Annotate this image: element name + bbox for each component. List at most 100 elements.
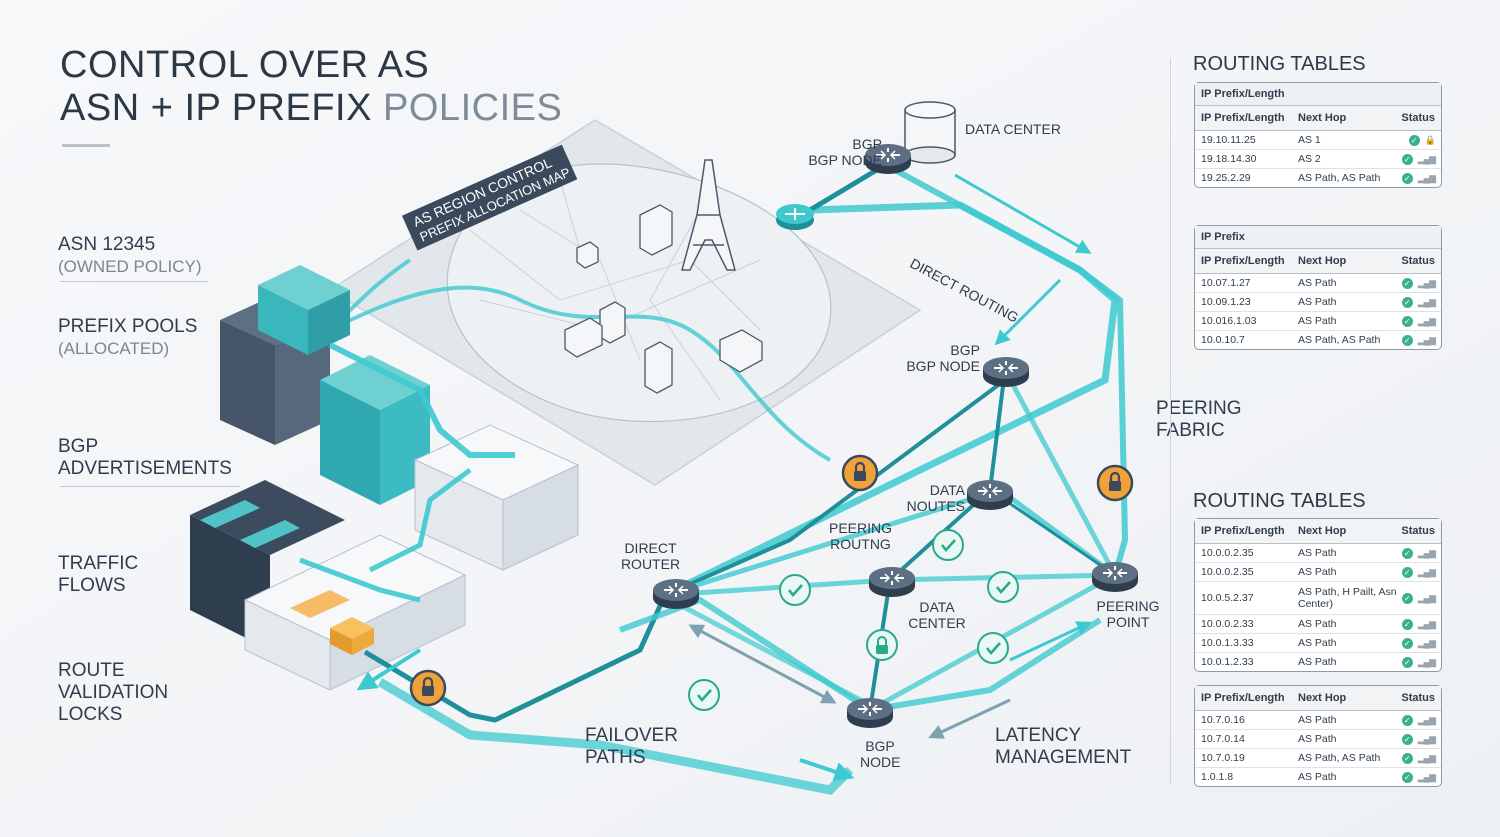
router-icon xyxy=(982,356,1030,388)
check-icon: ✓ xyxy=(1401,592,1413,604)
check-icon xyxy=(778,573,812,607)
page-title: CONTROL OVER AS ASN + IP PREFIX POLICIES xyxy=(60,44,562,130)
routing-table-3: IP Prefix/Length Next Hop Status 10.0.0.… xyxy=(1194,518,1442,672)
label-failover-2: PATHS xyxy=(585,747,646,768)
table-caption: IP Prefix/Length xyxy=(1195,83,1441,106)
label-bgp-node-mid: BGP BGP NODE xyxy=(895,342,980,374)
check-icon: ✓ xyxy=(1401,637,1413,649)
check-icon: ✓ xyxy=(1401,334,1413,346)
building-icon xyxy=(564,204,763,394)
routing-tables-heading-1: ROUTING TABLES xyxy=(1193,53,1366,75)
check-icon: ✓ xyxy=(1401,656,1413,668)
cell-next-hop: AS Path, AS Path xyxy=(1298,172,1381,184)
cell-next-hop: AS Path, AS Path xyxy=(1298,752,1381,764)
check-icon: ✓ xyxy=(1401,153,1413,165)
label-traffic-flows: TRAFFIC FLOWS xyxy=(58,553,138,597)
cell-next-hop: AS Path xyxy=(1298,566,1337,578)
label-data-center-top: DATA CENTER xyxy=(965,121,1061,137)
lock-icon: 🔒 xyxy=(1424,134,1436,145)
table-caption: IP Prefix xyxy=(1195,226,1441,249)
routing-table-1: IP Prefix/Length IP Prefix/Length Next H… xyxy=(1194,82,1442,188)
col-next-hop: Next Hop xyxy=(1298,255,1347,267)
col-status: Status xyxy=(1401,525,1435,537)
cell-next-hop: AS Path, AS Path xyxy=(1298,334,1381,346)
router-icon xyxy=(652,578,700,610)
label-bgp-advertisements: BGP ADVERTISEMENTS xyxy=(58,436,232,480)
label-peering-routng: PEERING ROUTNG xyxy=(823,520,898,552)
cell-next-hop: AS 1 xyxy=(1298,134,1321,146)
label-bgp-node-bottom: BGP NODE xyxy=(860,738,900,770)
signal-icon: ▂▄▆ xyxy=(1417,771,1436,782)
check-icon xyxy=(931,528,965,562)
cell-prefix: 10.0.1.2.33 xyxy=(1201,656,1254,668)
col-prefix: IP Prefix/Length xyxy=(1201,255,1285,267)
signal-icon: ▂▄▆ xyxy=(1417,733,1436,744)
cell-next-hop: AS Path xyxy=(1298,656,1337,668)
check-icon: ✓ xyxy=(1401,771,1413,783)
cell-prefix: 10.7.0.19 xyxy=(1201,752,1245,764)
table-header: IP Prefix/Length Next Hop Status xyxy=(1195,686,1441,711)
signal-icon: ▂▄▆ xyxy=(1417,592,1436,603)
cell-prefix: 10.0.0.2.33 xyxy=(1201,618,1254,630)
col-status: Status xyxy=(1401,112,1435,124)
cell-next-hop: AS Path xyxy=(1298,547,1337,559)
cell-prefix: 10.0.1.3.33 xyxy=(1201,637,1254,649)
cell-prefix: 10.7.0.14 xyxy=(1201,733,1245,745)
col-next-hop: Next Hop xyxy=(1298,525,1347,537)
label-prefix-pools-sub: (ALLOCATED) xyxy=(58,339,170,358)
label-direct-router-2: ROUTER xyxy=(620,556,681,572)
col-prefix: IP Prefix/Length xyxy=(1201,525,1285,537)
cell-prefix: 10.07.1.27 xyxy=(1201,277,1251,289)
label-asn-main: ASN 12345 xyxy=(58,234,156,255)
label-data-center-mid: DATA CENTER xyxy=(906,599,968,631)
cell-next-hop: AS Path xyxy=(1298,771,1337,783)
col-next-hop: Next Hop xyxy=(1298,692,1347,704)
signal-icon: ▂▄▆ xyxy=(1417,296,1436,307)
label-asn: ASN 12345 (OWNED POLICY) xyxy=(58,234,202,278)
routing-table-2: IP Prefix IP Prefix/Length Next Hop Stat… xyxy=(1194,225,1442,350)
router-icon xyxy=(846,697,894,729)
label-bgp-mid-1: BGP xyxy=(950,342,980,358)
col-prefix: IP Prefix/Length xyxy=(1201,692,1285,704)
label-peering-point-2: POINT xyxy=(1106,614,1150,630)
label-failover-1: FAILOVER xyxy=(585,725,678,746)
cell-next-hop: AS 2 xyxy=(1298,153,1321,165)
label-bgp-mid-2: BGP NODE xyxy=(906,358,980,374)
label-bgp-bottom-1: BGP xyxy=(865,738,895,754)
label-peering-fabric-2: FABRIC xyxy=(1156,420,1225,441)
check-icon: ✓ xyxy=(1401,714,1413,726)
check-icon: ✓ xyxy=(1401,315,1413,327)
cell-prefix: 19.25.2.29 xyxy=(1201,172,1251,184)
check-icon: ✓ xyxy=(1401,618,1413,630)
label-bgp-node-top: BGP BGP NODE xyxy=(782,136,882,168)
lock-icon xyxy=(866,629,898,661)
database-icon xyxy=(904,101,956,164)
panel-divider xyxy=(1170,58,1171,784)
label-asn-sub: (OWNED POLICY) xyxy=(58,257,202,276)
check-icon: ✓ xyxy=(1401,277,1413,289)
label-peering-fabric: PEERING FABRIC xyxy=(1156,398,1242,442)
cell-prefix: 1.0.1.8 xyxy=(1201,771,1234,783)
signal-icon: ▂▄▆ xyxy=(1417,334,1436,345)
label-data-noutes: DATA NOUTES xyxy=(905,482,965,514)
col-next-hop: Next Hop xyxy=(1298,112,1347,124)
label-latency-management: LATENCY MANAGEMENT xyxy=(995,725,1131,769)
cell-prefix: 10.0.0.2.35 xyxy=(1201,547,1254,559)
router-icon xyxy=(1091,561,1139,593)
label-direct-router-1: DIRECT xyxy=(624,540,677,556)
check-icon: ✓ xyxy=(1401,566,1413,578)
label-route-validation: ROUTE VALIDATION LOCKS xyxy=(58,660,168,726)
title-divider xyxy=(62,144,110,147)
label-latency-2: MANAGEMENT xyxy=(995,747,1132,768)
